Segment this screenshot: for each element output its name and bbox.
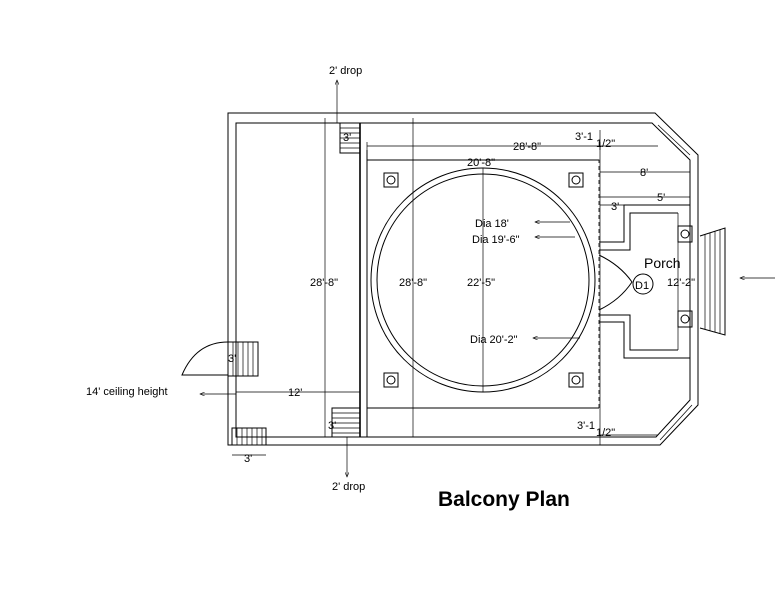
porch-walls (598, 204, 690, 359)
leader-arrows (200, 80, 775, 477)
dia-19-6-label: Dia 19'-6" (472, 234, 520, 246)
plan-title: Balcony Plan (438, 488, 570, 511)
dim-right-5: 5' (657, 192, 665, 204)
dim-stair-top: 3' (343, 132, 351, 144)
ceiling-height-label: 14' ceiling height (86, 386, 168, 398)
porch-label: Porch (644, 255, 681, 271)
dim-right-3: 3' (611, 201, 619, 213)
dim-bottom-12: 12' (288, 387, 302, 399)
columns (383, 172, 693, 388)
door-tag-circle (632, 273, 654, 295)
dim-bottom-right-frac: 1/2" (596, 427, 615, 439)
dim-top-width: 28'-8" (513, 141, 541, 153)
drop-label-top: 2' drop (329, 65, 362, 77)
dim-right-8: 8' (640, 167, 648, 179)
stair-bottom (331, 407, 361, 438)
dim-porch-height: 12'-2" (667, 277, 695, 289)
stair-left (181, 341, 259, 377)
stair-base (231, 427, 267, 446)
dia-20-2-label: Dia 20'-2" (470, 334, 518, 346)
dim-stair-base: 3' (244, 453, 252, 465)
dim-circle-height: 22'-5" (467, 277, 495, 289)
dim-top-right: 3'-1 (575, 131, 593, 143)
dimension-lines (232, 118, 691, 456)
dim-inner-height: 28'-8" (399, 277, 427, 289)
entry-steps (699, 227, 726, 336)
dim-inner-width: 20'-8" (467, 157, 495, 169)
corner-walls (657, 124, 693, 441)
drop-label-bottom: 2' drop (332, 481, 365, 493)
dim-stair-left: 3' (228, 353, 236, 365)
dim-left-height: 28'-8" (310, 277, 338, 289)
stair-top (339, 122, 361, 154)
dim-top-right-frac: 1/2" (596, 138, 615, 150)
dia-18-label: Dia 18' (475, 218, 509, 230)
dim-stair-bottom: 3' (328, 420, 336, 432)
exterior-walls (227, 112, 699, 446)
door-tag-label: D1 (635, 280, 649, 292)
dim-bottom-right: 3'-1 (577, 420, 595, 432)
